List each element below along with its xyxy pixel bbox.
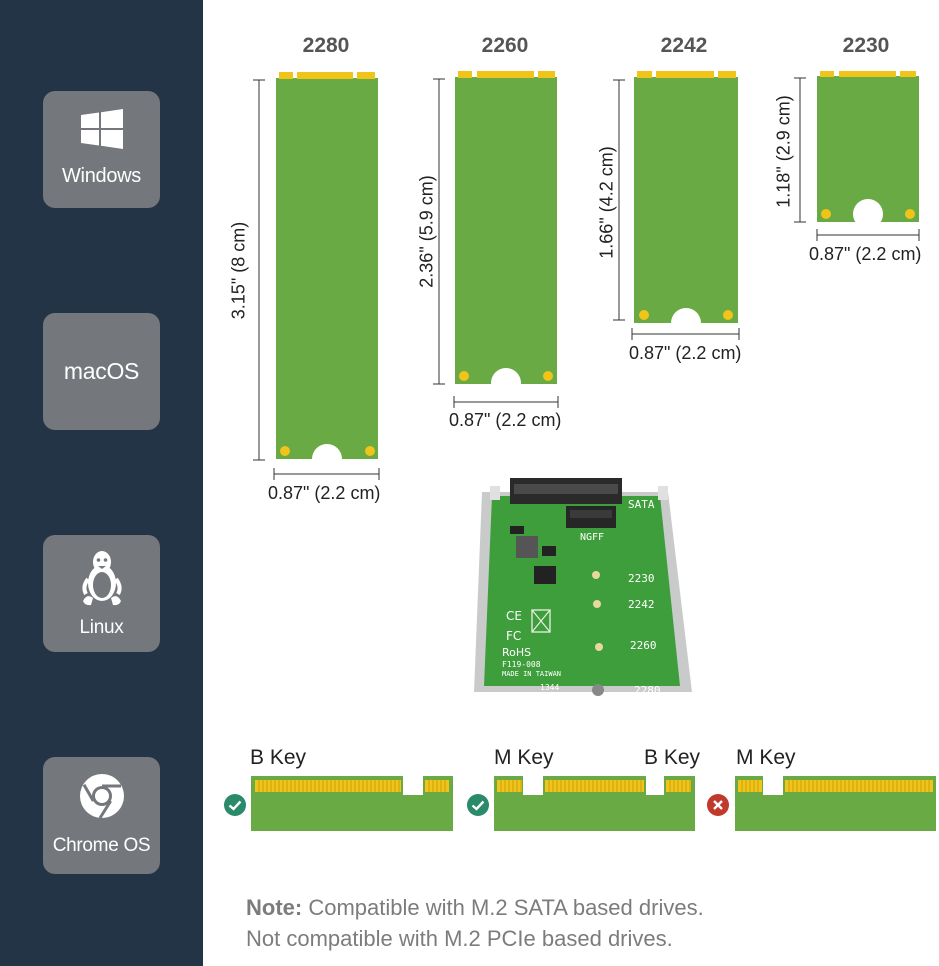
- adapter-board: SATA NGFF 2230 2242 2260 2280 CE FC RoHS…: [474, 478, 692, 697]
- adapter-ce-mark: CE: [506, 609, 522, 623]
- check-icon: [467, 794, 489, 816]
- os-sidebar: Windows macOS Linux: [0, 0, 203, 966]
- note-line1-text: Compatible with M.2 SATA based drives.: [302, 895, 704, 920]
- length-label-2230: 1.18" (2.9 cm): [773, 95, 794, 208]
- length-label-2242: 1.66" (4.2 cm): [596, 146, 617, 259]
- adapter-2280-label: 2280: [634, 684, 661, 697]
- adapter-2230-label: 2230: [628, 572, 655, 585]
- chrome-logo-icon: [43, 771, 160, 821]
- size-title-2260: 2260: [481, 34, 529, 57]
- width-label-2242: 0.87" (2.2 cm): [629, 343, 742, 363]
- size-title-2230: 2230: [842, 34, 890, 57]
- adapter-fc-mark: FC: [506, 629, 521, 643]
- os-tile-chrome-os: Chrome OS: [43, 757, 160, 874]
- m2-card-2260: [433, 71, 559, 408]
- length-label-2280: 3.15" (8 cm): [228, 221, 249, 320]
- os-label-chrome-os: Chrome OS: [52, 835, 151, 856]
- os-tile-windows: Windows: [43, 91, 160, 208]
- key-label-b-2: B Key: [644, 746, 701, 769]
- os-label-windows: Windows: [61, 165, 142, 187]
- key-label-b-1: B Key: [250, 746, 307, 769]
- check-icon: [224, 794, 246, 816]
- key-label-m-2: M Key: [494, 746, 554, 769]
- os-label-macos: macOS: [63, 358, 140, 384]
- m2-card-2242: [613, 71, 740, 340]
- width-label-2280: 0.87" (2.2 cm): [268, 483, 381, 503]
- key-connector-m: [735, 776, 936, 831]
- adapter-2242-label: 2242: [628, 598, 655, 611]
- cross-icon: [707, 794, 729, 816]
- m2-card-2230: [794, 71, 920, 241]
- adapter-2260-label: 2260: [630, 639, 657, 652]
- adapter-rohs-label: RoHS: [502, 646, 531, 659]
- m2-card-2280: [253, 72, 380, 480]
- compatibility-note-line2: Not compatible with M.2 PCIe based drive…: [246, 926, 673, 951]
- adapter-model-label: F119-008: [502, 660, 541, 669]
- adapter-code-label: 1344: [540, 683, 559, 692]
- adapter-made-label: MADE IN TAIWAN: [502, 670, 561, 678]
- key-connector-mb: [494, 776, 695, 831]
- windows-logo-icon: [43, 105, 160, 155]
- adapter-ngff-label: NGFF: [580, 532, 604, 543]
- key-connector-b: [251, 776, 453, 831]
- width-label-2230: 0.87" (2.2 cm): [809, 244, 922, 264]
- os-tile-macos: macOS: [43, 313, 160, 430]
- os-label-linux: Linux: [79, 617, 124, 638]
- linux-penguin-icon: [43, 547, 160, 609]
- size-title-2242: 2242: [660, 34, 708, 57]
- note-prefix: Note:: [246, 895, 303, 920]
- key-label-m-3: M Key: [736, 746, 796, 769]
- compatibility-note-line1: Note: Compatible with M.2 SATA based dri…: [246, 895, 704, 921]
- length-label-2260: 2.36" (5.9 cm): [416, 175, 437, 288]
- width-label-2260: 0.87" (2.2 cm): [449, 410, 562, 430]
- os-tile-linux: Linux: [43, 535, 160, 652]
- size-title-2280: 2280: [302, 34, 350, 57]
- adapter-sata-label: SATA: [628, 498, 655, 511]
